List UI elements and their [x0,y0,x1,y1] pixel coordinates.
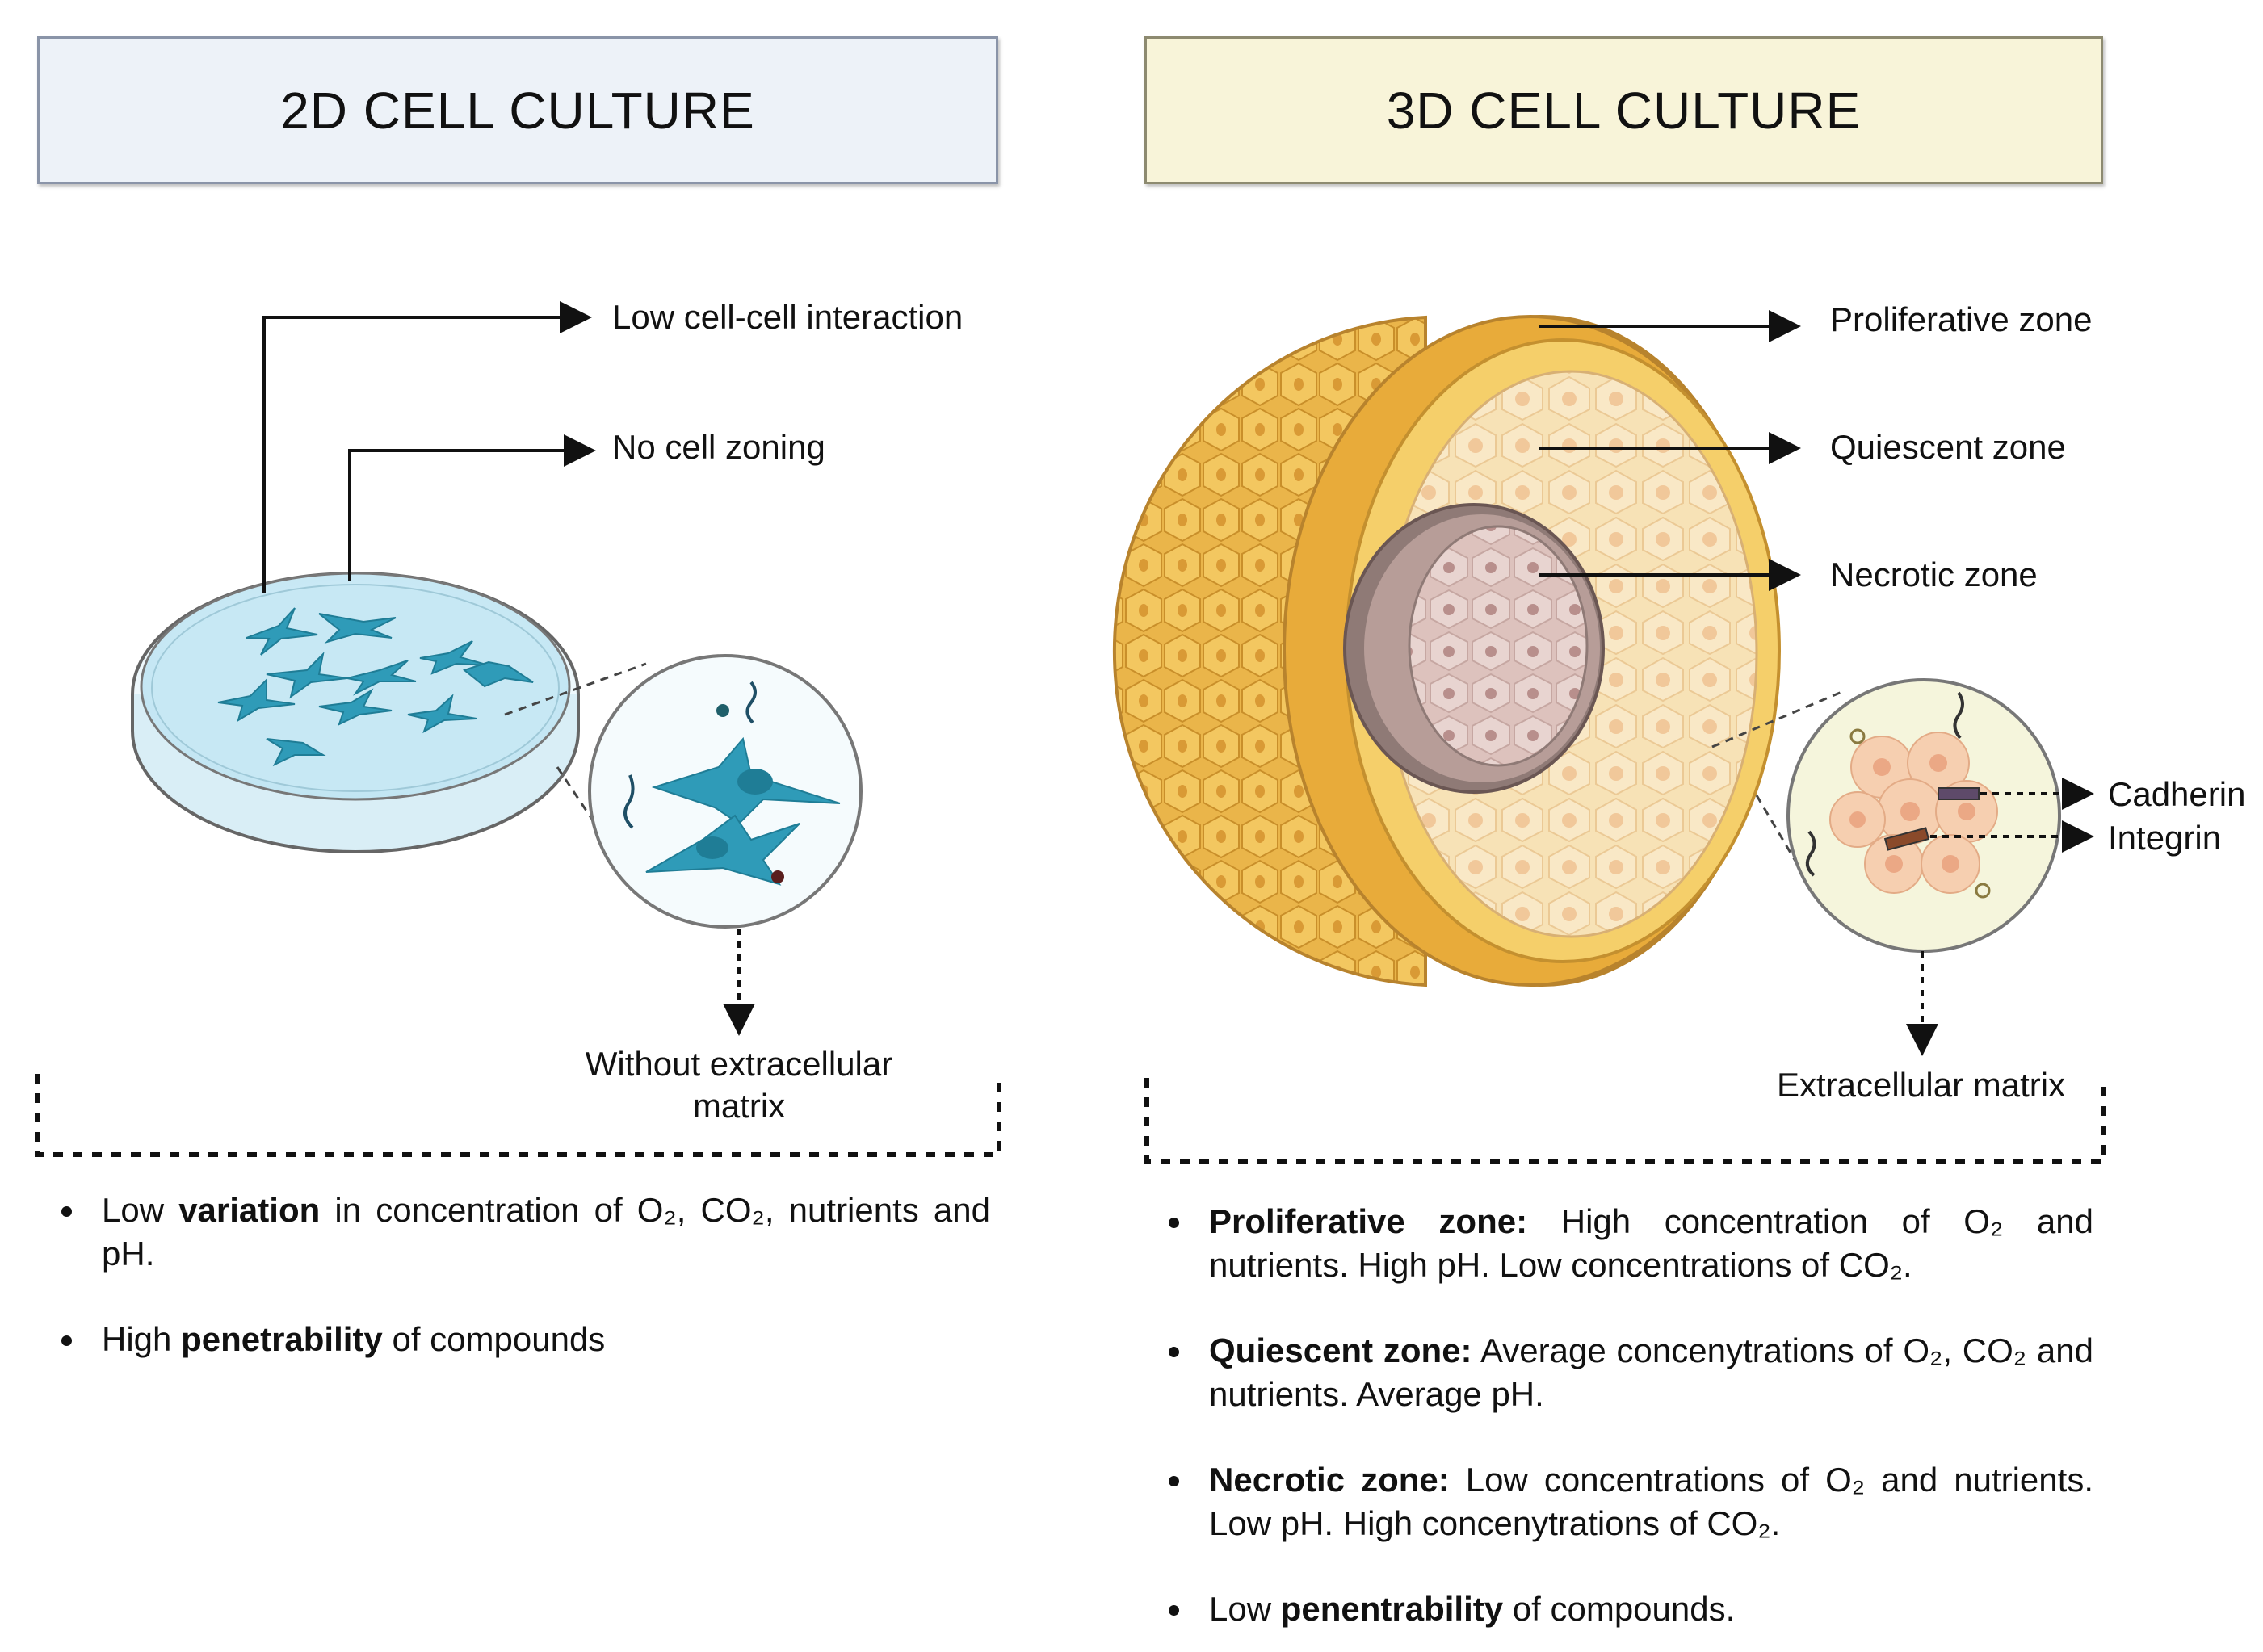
callout-arrow-no-zoning [348,434,596,581]
bracket-3d [1144,1078,2106,1164]
bullet-3d-necrotic: Necrotic zone: Low concentrations of O₂ … [1144,1458,2093,1545]
label-necrotic-zone: Necrotic zone [1830,556,2038,593]
flat-cells-icon [217,607,534,767]
title-3d-text: 3D CELL CULTURE [1386,81,1862,140]
bullet-list-2d: Low variation in concentration of O₂, CO… [37,1189,990,1403]
label-integrin: Integrin [2108,819,2222,857]
label-proliferative-zone: Proliferative zone [1830,300,2093,338]
bullet-3d-proliferative: Proliferative zone: High concentration o… [1144,1200,2093,1287]
integrin-icon [1883,827,1930,851]
title-3d-cell-culture: 3D CELL CULTURE [1144,36,2103,184]
title-2d-cell-culture: 2D CELL CULTURE [37,36,998,184]
magnified-3d-cells-icon [1786,678,2061,953]
bracket-2d [35,1074,1001,1157]
cadherin-icon [1938,787,1980,800]
bullet-2d-penetrability: High penetrability of compounds [37,1318,990,1361]
bullet-2d-variation: Low variation in concentration of O₂, CO… [37,1189,990,1276]
label-without-ecm-line2: matrix [692,1087,786,1125]
label-without-ecm: Without extracellular matrix [557,1043,921,1127]
label-low-cell-cell-interaction: Low cell-cell interaction [612,298,964,336]
label-cadherin: Cadherin [2108,775,2246,813]
magnified-2d-cells-icon [588,654,863,929]
callout-arrow-low-interaction [262,301,592,593]
label-no-cell-zoning: No cell zoning [612,428,825,466]
label-extracellular-matrix: Extracellular matrix [1777,1066,2066,1104]
spheroid-icon [1112,315,1781,987]
title-2d-text: 2D CELL CULTURE [280,81,755,140]
label-quiescent-zone: Quiescent zone [1830,428,2066,466]
bullet-3d-penentrability: Low penentrability of compounds. [1144,1587,2093,1631]
bullet-3d-quiescent: Quiescent zone: Average concenytrations … [1144,1329,2093,1416]
bullet-list-3d: Proliferative zone: High concentration o… [1144,1200,2093,1652]
label-without-ecm-line1: Without extracellular [585,1045,893,1083]
